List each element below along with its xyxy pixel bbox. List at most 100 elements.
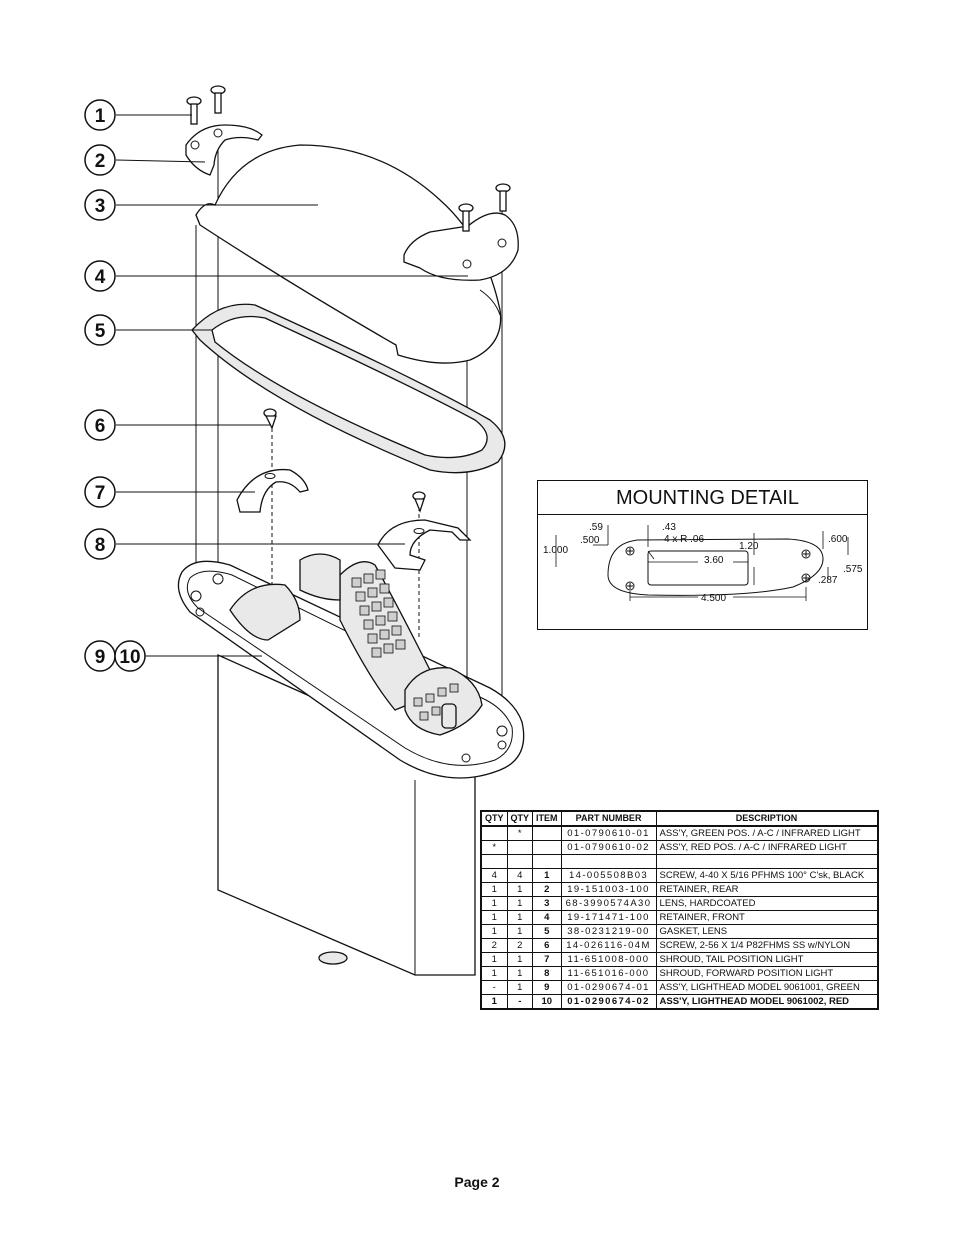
header-part-number: PART NUMBER: [560, 810, 657, 827]
callout-1: 1: [84, 99, 116, 131]
qty-1-cell: 4: [480, 868, 508, 883]
table-row: * 01-0790610-01 ASS'Y, GREEN POS. / A-C …: [480, 825, 879, 841]
header-qty-2: QTY: [506, 810, 534, 827]
screw-item-6b: [412, 491, 426, 513]
callout-6: 6: [84, 409, 116, 441]
dim-287: .287: [818, 575, 838, 586]
part-number-cell: 19-151003-100: [560, 882, 657, 897]
svg-text:4: 4: [95, 267, 106, 288]
svg-text:9: 9: [95, 647, 106, 668]
svg-text:6: 6: [95, 416, 106, 437]
header-item: ITEM: [532, 810, 562, 827]
qty-1-cell: 1: [480, 952, 508, 967]
description-cell: ASS'Y, LIGHTHEAD MODEL 9061002, RED: [655, 994, 879, 1010]
qty-2-cell: 1: [506, 980, 534, 995]
description-cell: ASS'Y, LIGHTHEAD MODEL 9061001, GREEN: [655, 980, 879, 995]
dim-120: 1.20: [739, 541, 759, 552]
parts-table-header: QTY QTY ITEM PART NUMBER DESCRIPTION: [480, 810, 879, 827]
qty-1-cell: 1: [480, 966, 508, 981]
svg-text:3: 3: [95, 196, 106, 217]
part-number-cell: 14-026116-04M: [560, 938, 657, 953]
description-cell: ASS'Y, RED POS. / A-C / INFRARED LIGHT: [655, 840, 879, 855]
qty-1-cell: 1: [480, 910, 508, 925]
svg-text:1: 1: [95, 106, 106, 127]
part-number-cell: 14-005508B03: [560, 868, 657, 883]
item-cell: 6: [532, 938, 562, 953]
description-cell: ASS'Y, GREEN POS. / A-C / INFRARED LIGHT: [655, 825, 879, 841]
page-number: Page 2: [454, 1174, 500, 1190]
qty-1-cell: -: [480, 980, 508, 995]
table-row: 1 1 3 68-3990574A30 LENS, HARDCOATED: [480, 896, 879, 911]
item-cell: 3: [532, 896, 562, 911]
part-number-cell: 01-0790610-01: [560, 825, 657, 841]
table-row: [480, 854, 879, 869]
item-cell: 4: [532, 910, 562, 925]
callout-8: 8: [84, 528, 116, 560]
description-cell: RETAINER, FRONT: [655, 910, 879, 925]
leader-2: [115, 159, 206, 163]
table-row: 1 1 5 38-0231219-00 GASKET, LENS: [480, 924, 879, 939]
qty-2-cell: 1: [506, 952, 534, 967]
screw-item-6: [263, 408, 277, 430]
qty-2-cell: *: [506, 825, 534, 841]
part-number-cell: 38-0231219-00: [560, 924, 657, 939]
part-number-cell: 11-651008-000: [560, 952, 657, 967]
table-row: - 1 9 01-0290674-01 ASS'Y, LIGHTHEAD MOD…: [480, 980, 879, 995]
qty-1-cell: 1: [480, 896, 508, 911]
item-cell: [532, 854, 562, 869]
item-cell: 10: [532, 994, 562, 1010]
part-number-cell: 11-651016-000: [560, 966, 657, 981]
description-cell: RETAINER, REAR: [655, 882, 879, 897]
item-cell: [532, 840, 562, 855]
item-cell: 9: [532, 980, 562, 995]
dim-360: 3.60: [704, 555, 724, 566]
description-cell: [655, 854, 879, 869]
qty-2-cell: [506, 854, 534, 869]
mounting-detail-drawing: .59 .43 .600 .500 4 x R .06 1.000 1.20 3…: [543, 522, 863, 604]
qty-2-cell: 1: [506, 924, 534, 939]
qty-2-cell: 1: [506, 910, 534, 925]
qty-1-cell: 2: [480, 938, 508, 953]
description-cell: SCREW, 2-56 X 1/4 P82FHMS SS w/NYLON: [655, 938, 879, 953]
table-row: 1 1 8 11-651016-000 SHROUD, FORWARD POSI…: [480, 966, 879, 981]
part-number-cell: 01-0790610-02: [560, 840, 657, 855]
callout-4: 4: [84, 260, 116, 292]
qty-2-cell: 1: [506, 882, 534, 897]
screw-item-1a: [186, 96, 202, 125]
dim-4500: 4.500: [701, 593, 726, 604]
qty-2-cell: 2: [506, 938, 534, 953]
part-number-cell: 19-171471-100: [560, 910, 657, 925]
description-cell: SHROUD, TAIL POSITION LIGHT: [655, 952, 879, 967]
part-number-cell: 68-3990574A30: [560, 896, 657, 911]
callout-2: 2: [84, 144, 116, 176]
dim-1000: 1.000: [543, 545, 568, 556]
item-cell: 1: [532, 868, 562, 883]
qty-1-cell: *: [480, 840, 508, 855]
table-row: * 01-0790610-02 ASS'Y, RED POS. / A-C / …: [480, 840, 879, 855]
description-cell: SHROUD, FORWARD POSITION LIGHT: [655, 966, 879, 981]
table-row: 2 2 6 14-026116-04M SCREW, 2-56 X 1/4 P8…: [480, 938, 879, 953]
item-cell: [532, 825, 562, 841]
rear-retainer: [185, 124, 263, 176]
dim-600: .600: [828, 534, 848, 545]
qty-1-cell: 1: [480, 994, 508, 1010]
callout-5: 5: [84, 314, 116, 346]
item-cell: 7: [532, 952, 562, 967]
dim-575: .575: [843, 564, 863, 575]
table-row: 4 4 1 14-005508B03 SCREW, 4-40 X 5/16 PF…: [480, 868, 879, 883]
qty-1-cell: [480, 854, 508, 869]
table-row: 1 1 4 19-171471-100 RETAINER, FRONT: [480, 910, 879, 925]
svg-text:5: 5: [95, 321, 106, 342]
header-qty-1: QTY: [480, 810, 508, 827]
callout-10: 10: [114, 640, 146, 672]
description-cell: SCREW, 4-40 X 5/16 PFHMS 100° C'sk, BLAC…: [655, 868, 879, 883]
dim-59: .59: [589, 522, 603, 533]
item-cell: 2: [532, 882, 562, 897]
table-row: 1 1 7 11-651008-000 SHROUD, TAIL POSITIO…: [480, 952, 879, 967]
lens-gasket: [191, 303, 506, 474]
part-number-cell: [560, 854, 657, 869]
callout-7: 7: [84, 476, 116, 508]
svg-text:10: 10: [119, 647, 140, 668]
table-row: 1 1 2 19-151003-100 RETAINER, REAR: [480, 882, 879, 897]
